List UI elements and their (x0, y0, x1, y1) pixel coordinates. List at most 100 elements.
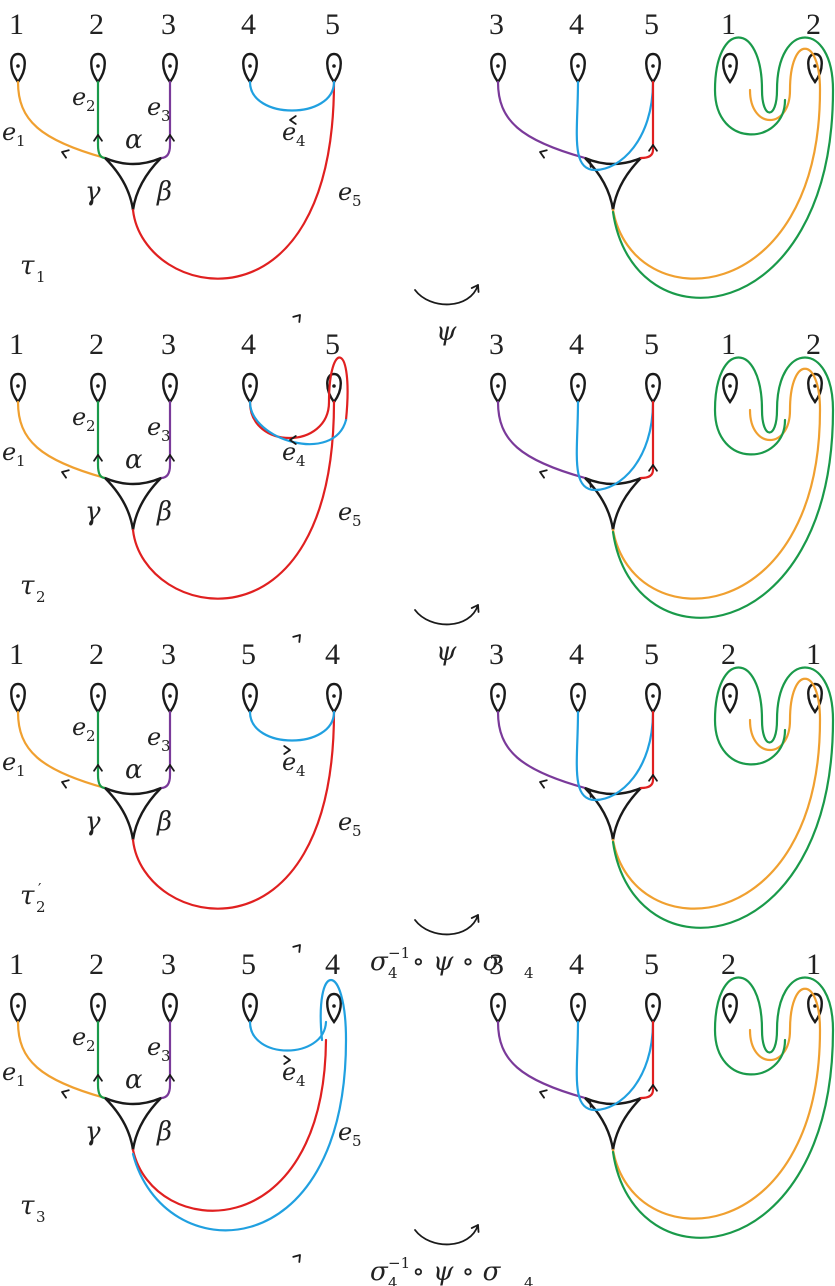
puncture-4-dot (248, 64, 252, 68)
edge-e3 (159, 710, 172, 790)
edge-label-e3: e (147, 723, 161, 751)
puncture-number-right-2: 2 (721, 638, 736, 671)
puncture-right-2 (722, 992, 738, 1025)
edge-e3 (159, 80, 172, 160)
tau-label: τ (20, 571, 35, 601)
junction-triangle (104, 786, 162, 841)
right-edge-red (639, 400, 655, 480)
puncture-right-3-dot (496, 694, 500, 698)
puncture-number-4: 4 (241, 8, 256, 41)
curved-arrow (414, 914, 479, 936)
arrow-e3 (165, 1074, 175, 1082)
puncture-1-dot (16, 694, 20, 698)
junction-triangle (104, 476, 162, 531)
edge-label-sub-1: 1 (16, 132, 26, 150)
puncture-right-4-dot (576, 64, 580, 68)
edge-label-e1: e (2, 118, 16, 146)
edge-e4 (248, 710, 336, 742)
puncture-1 (10, 372, 26, 405)
right-edge-blue (575, 80, 655, 172)
edge-label-sub-2: 2 (86, 417, 96, 435)
puncture-2-dot (96, 1004, 100, 1008)
right-edge-orange (611, 677, 822, 910)
edge-e5 (131, 710, 336, 910)
right-edge-green (611, 976, 835, 1239)
arrow-e5 (292, 634, 301, 643)
puncture-right-1 (722, 52, 738, 85)
edge-e2 (96, 80, 107, 160)
puncture-number-5: 5 (241, 948, 256, 981)
edge-e5 (131, 1038, 328, 1212)
puncture-number-right-2: 2 (721, 948, 736, 981)
gamma-label: γ (85, 1117, 101, 1147)
arrow-e5 (292, 1254, 301, 1263)
curved-arrow-head (470, 284, 480, 293)
right-arrow-purple (539, 469, 548, 479)
beta-label: β (156, 1117, 172, 1147)
operator-sup: −1 (388, 1254, 410, 1272)
edge-label-sub-3: 3 (161, 107, 171, 125)
puncture-right-1-dot (728, 384, 732, 388)
puncture-number-1: 1 (9, 328, 24, 361)
tau-label: τ (20, 1191, 35, 1221)
edge-label-e5: e (338, 1118, 352, 1146)
puncture-right-5 (645, 992, 661, 1025)
puncture-right-4-dot (576, 694, 580, 698)
puncture-1 (10, 52, 26, 85)
puncture-5-dot (332, 384, 336, 388)
puncture-right-2 (807, 52, 823, 85)
puncture-number-right-1: 1 (806, 948, 821, 981)
edge-e3 (159, 400, 172, 480)
puncture-number-5: 5 (325, 8, 340, 41)
arrow-e1 (61, 1089, 70, 1099)
puncture-right-3-dot (496, 64, 500, 68)
edge-e2 (96, 1020, 107, 1100)
arrow-e5 (292, 314, 301, 323)
beta-label: β (156, 177, 172, 207)
edge-label-sub-5: 5 (352, 512, 362, 530)
puncture-3-dot (168, 1004, 172, 1008)
right-edge-red (639, 1020, 655, 1100)
puncture-right-3-dot (496, 1004, 500, 1008)
arrow-e4 (283, 1055, 291, 1065)
puncture-number-right-5: 5 (644, 328, 659, 361)
edge-label-sub-4: 4 (296, 1072, 306, 1090)
tau-subscript: 2 (36, 898, 46, 916)
operator-rest: ∘ ψ ∘ σ (412, 1257, 502, 1286)
puncture-right-5 (645, 372, 661, 405)
puncture-number-1: 1 (9, 638, 24, 671)
edge-e4 (248, 80, 336, 112)
puncture-right-1 (722, 372, 738, 405)
edge-label-e2: e (72, 713, 86, 741)
puncture-right-1-dot (813, 694, 817, 698)
curved-arrow-head (470, 1224, 480, 1233)
puncture-5 (326, 52, 342, 85)
arrow-e5 (292, 944, 301, 953)
puncture-right-4 (570, 682, 586, 715)
puncture-number-right-2: 2 (806, 328, 821, 361)
right-edge-purple (496, 710, 587, 790)
edge-label-e4: e (282, 118, 296, 146)
puncture-number-right-4: 4 (569, 638, 584, 671)
puncture-right-3 (490, 52, 506, 85)
puncture-2-dot (96, 384, 100, 388)
curved-arrow (414, 1224, 479, 1246)
edge-label-sub-1: 1 (16, 762, 26, 780)
right-arrow-red (648, 144, 658, 152)
edge-label-sub-5: 5 (352, 192, 362, 210)
puncture-5 (242, 682, 258, 715)
right-edge-green (611, 36, 835, 299)
puncture-5-dot (248, 1004, 252, 1008)
puncture-number-5: 5 (325, 328, 340, 361)
edge-label-e5: e (338, 498, 352, 526)
puncture-number-5: 5 (241, 638, 256, 671)
arrow-e2 (93, 764, 103, 772)
right-edge-red (639, 710, 655, 790)
